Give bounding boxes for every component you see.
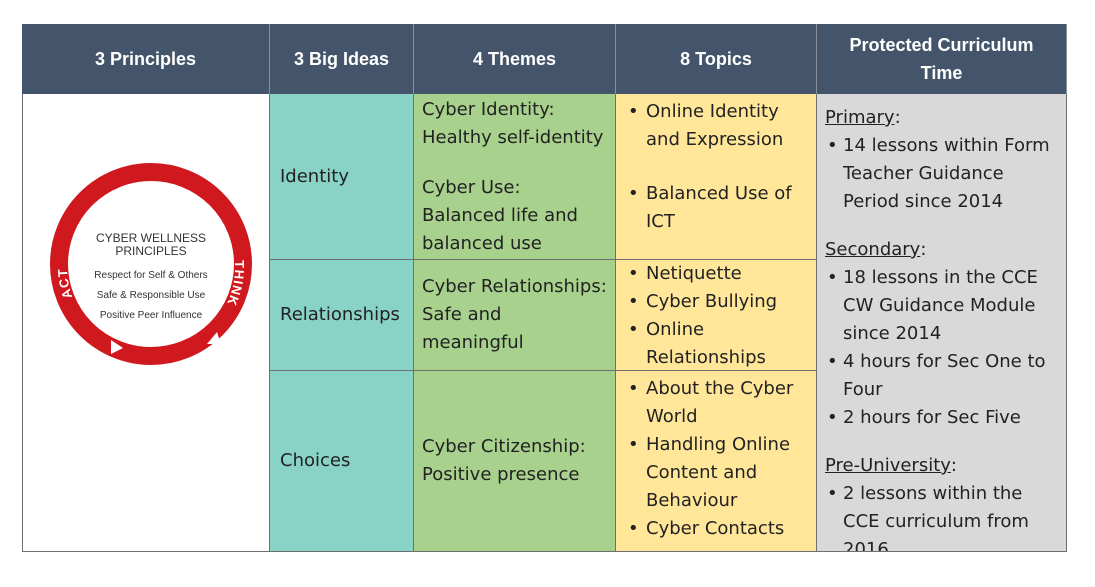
theme-choices: Cyber Citizenship: Positive presence	[414, 371, 616, 552]
cyber-wellness-ring: SENSE ACT THINK	[50, 163, 252, 365]
cyber-wellness-logo: SENSE ACT THINK CYBER WELLNESS PRINCIPLE…	[41, 154, 261, 374]
cyber-wellness-table: 3 Principles 3 Big Ideas 4 Themes 8 Topi…	[22, 24, 1067, 552]
logo-text: CYBER WELLNESS PRINCIPLES Respect for Se…	[41, 154, 261, 374]
header-curriculum-time: Protected Curriculum Time	[817, 24, 1067, 94]
theme-identity: Cyber Identity: Healthy self-identity Cy…	[414, 94, 616, 260]
pre-university-item: 2 lessons within the CCE curriculum from…	[825, 480, 1058, 551]
topic-online-relationships: Online Relationships	[624, 316, 808, 370]
big-idea-choices: Choices	[270, 371, 414, 552]
header-big-ideas: 3 Big Ideas	[270, 24, 414, 94]
topic-netiquette: Netiquette	[624, 260, 808, 288]
topic-online-identity: Online Identity and Expression	[624, 98, 808, 154]
theme-cyber-relationships: Cyber Relationships: Safe and meaningful	[422, 276, 607, 353]
topic-handling-online-content: Handling Online Content and Behaviour	[624, 431, 808, 515]
primary-item: 14 lessons within Form Teacher Guidance …	[825, 132, 1058, 216]
logo-word-sense: SENSE	[124, 184, 177, 202]
header-themes: 4 Themes	[414, 24, 616, 94]
topics-choices: About the Cyber World Handling Online Co…	[616, 371, 817, 552]
topic-about-cyber-world: About the Cyber World	[624, 375, 808, 431]
theme-cyber-identity: Cyber Identity: Healthy self-identity	[422, 99, 604, 148]
secondary-item: 2 hours for Sec Five	[825, 404, 1058, 432]
level-secondary: Secondary	[825, 239, 921, 260]
topic-cyber-bullying: Cyber Bullying	[624, 288, 808, 316]
svg-text:ACT: ACT	[55, 268, 75, 301]
topics-identity: Online Identity and Expression Balanced …	[616, 94, 817, 260]
principle-respect: Respect for Self & Others	[94, 270, 208, 281]
header-principles: 3 Principles	[22, 24, 270, 94]
logo-title: CYBER WELLNESS PRINCIPLES	[95, 231, 207, 258]
level-primary: Primary	[825, 107, 895, 128]
topic-balanced-use: Balanced Use of ICT	[624, 180, 808, 236]
header-topics: 8 Topics	[616, 24, 817, 94]
theme-cyber-citizenship: Cyber Citizenship: Positive presence	[422, 436, 586, 485]
theme-relationships: Cyber Relationships: Safe and meaningful	[414, 260, 616, 371]
topic-cyber-contacts: Cyber Contacts	[624, 515, 808, 543]
secondary-item: 18 lessons in the CCE CW Guidance Module…	[825, 264, 1058, 348]
principle-safe-use: Safe & Responsible Use	[96, 290, 206, 301]
big-idea-relationships: Relationships	[270, 260, 414, 371]
theme-cyber-use: Cyber Use: Balanced life and balanced us…	[422, 177, 578, 254]
principles-cell: SENSE ACT THINK CYBER WELLNESS PRINCIPLE…	[22, 94, 270, 552]
topics-relationships: Netiquette Cyber Bullying Online Relatio…	[616, 260, 817, 371]
secondary-item: 4 hours for Sec One to Four	[825, 348, 1058, 404]
logo-principles: Respect for Self & Others Safe & Respons…	[41, 266, 261, 326]
principle-peer-influence: Positive Peer Influence	[99, 310, 203, 321]
level-pre-university: Pre-University	[825, 455, 951, 476]
curriculum-time-cell: Primary: 14 lessons within Form Teacher …	[817, 94, 1067, 552]
big-idea-identity: Identity	[270, 94, 414, 260]
svg-text:SENSE: SENSE	[124, 184, 178, 202]
logo-word-act: ACT	[55, 268, 74, 301]
